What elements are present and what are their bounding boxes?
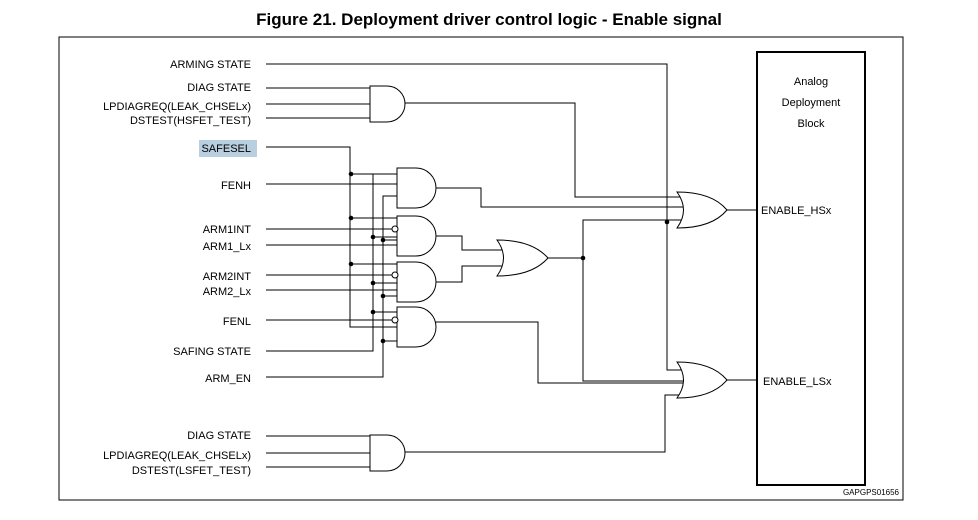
inverter-bubble-arm2int <box>391 271 399 279</box>
junction-dots <box>348 171 670 344</box>
wire-and-fenl-out <box>434 321 694 384</box>
label-arm2int: ARM2INT <box>203 271 252 283</box>
wire-and-arm1-out <box>434 235 502 251</box>
junction-dot <box>380 237 386 243</box>
wire-safing-taps <box>373 236 397 313</box>
block-label-line1: Analog <box>794 76 828 88</box>
safesel-highlight <box>199 140 257 157</box>
or-gate-middle <box>496 239 549 277</box>
and-gate-arm1 <box>396 215 437 257</box>
label-lpdiagreq-top: LPDIAGREQ(LEAK_CHSELx) <box>103 101 251 113</box>
analog-deployment-block <box>756 51 866 486</box>
and-gate-bottom <box>369 434 406 472</box>
junction-dot <box>380 293 386 299</box>
label-safesel: SAFESEL <box>201 143 251 155</box>
figure-title: Figure 21. Deployment driver control log… <box>256 10 722 29</box>
label-arm-en: ARM_EN <box>205 373 251 385</box>
junction-dot <box>370 309 376 315</box>
label-fenl: FENL <box>223 316 251 328</box>
wire-safing-state <box>266 173 397 352</box>
inverter-bubble-fenl <box>391 316 399 324</box>
or-gate-ls <box>676 361 728 399</box>
wires <box>266 63 757 468</box>
label-diag-state-top: DIAG STATE <box>187 82 251 94</box>
figure-reference: GAPGPS01656 <box>843 488 900 497</box>
and-gate-fenh <box>396 167 437 209</box>
junction-dot <box>348 261 354 267</box>
label-safing-state: SAFING STATE <box>173 346 251 358</box>
label-arm1int: ARM1INT <box>203 224 252 236</box>
block-label-line3: Block <box>798 118 825 130</box>
junction-dot <box>370 234 376 240</box>
label-dstest-ls: DSTEST(LSFET_TEST) <box>132 465 251 477</box>
junction-dot <box>348 171 354 177</box>
gates <box>369 85 728 472</box>
label-enable-hsx: ENABLE_HSx <box>761 205 832 217</box>
and-gate-fenl <box>396 306 437 348</box>
and-gate-top <box>369 85 406 123</box>
junction-dot <box>380 338 386 344</box>
wire-arming-state <box>266 63 690 371</box>
wire-and-arm2-out <box>434 265 502 283</box>
junction-dot <box>370 280 376 286</box>
wire-and-fenh-out <box>434 187 694 208</box>
junction-dot <box>664 219 670 225</box>
label-arm2-lx: ARM2_Lx <box>203 286 252 298</box>
wire-or-mid-out <box>548 219 694 382</box>
block-label-line2: Deployment <box>782 97 841 109</box>
wire-arm-en <box>266 195 397 378</box>
label-dstest-hs: DSTEST(HSFET_TEST) <box>130 115 251 127</box>
label-diag-state-bottom: DIAG STATE <box>187 430 251 442</box>
wire-safesel-taps <box>350 173 397 265</box>
wire-arm-en-taps <box>383 239 397 342</box>
or-gate-hs <box>676 191 728 229</box>
diagram-frame <box>58 36 904 501</box>
and-gate-arm2 <box>396 261 437 303</box>
junction-dot <box>348 215 354 221</box>
label-arming-state: ARMING STATE <box>170 59 251 71</box>
label-fenh: FENH <box>221 180 251 192</box>
label-enable-lsx: ENABLE_LSx <box>763 376 832 388</box>
junction-dot <box>580 255 586 261</box>
wire-and-bottom-out <box>405 394 690 453</box>
label-arm1-lx: ARM1_Lx <box>203 241 252 253</box>
wire-and-top-out <box>405 102 690 198</box>
label-lpdiagreq-bottom: LPDIAGREQ(LEAK_CHSELx) <box>103 450 251 462</box>
inverter-bubble-arm1int <box>391 225 399 233</box>
